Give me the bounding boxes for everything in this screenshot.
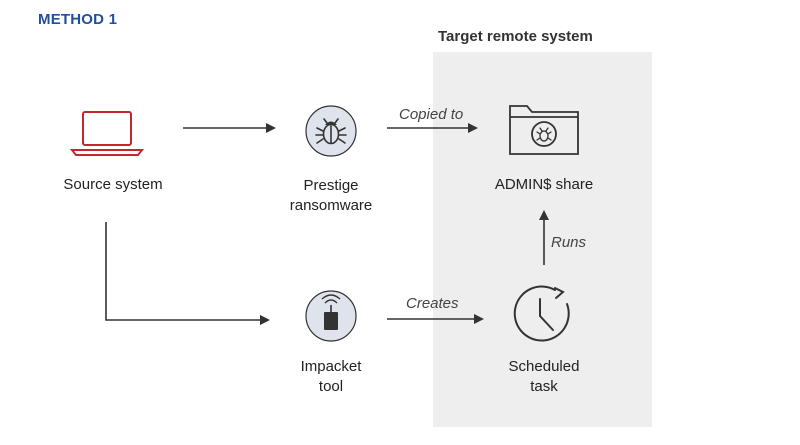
- bug-icon: [305, 105, 357, 157]
- laptop-icon: [69, 111, 145, 156]
- edge-label-copied-to: Copied to: [399, 106, 464, 123]
- folder-bug-icon: [509, 105, 579, 155]
- edge-label-runs: Runs: [551, 234, 587, 251]
- scheduled-task-line1: Scheduled: [508, 358, 580, 375]
- clock-icon: [513, 285, 570, 342]
- admin-share-label: ADMIN$ share: [494, 176, 594, 193]
- prestige-ransomware-line1: Prestige: [303, 177, 359, 194]
- scheduled-task-label: Scheduled task: [469, 357, 619, 397]
- scheduled-task-line2: task: [530, 378, 558, 395]
- prestige-ransomware-label: Prestige ransomware: [256, 176, 406, 216]
- arrow-source-to-impacket: [105, 222, 270, 325]
- edge-label-creates: Creates: [406, 295, 459, 312]
- target-system-region: [433, 52, 652, 427]
- impacket-tool-line2: tool: [318, 378, 344, 395]
- prestige-ransomware-line2: ransomware: [289, 197, 373, 214]
- impacket-tool-label: Impacket tool: [256, 357, 406, 397]
- source-system-label: Source system: [63, 176, 163, 193]
- target-system-label: Target remote system: [438, 28, 593, 45]
- impacket-tool-line1: Impacket: [300, 358, 362, 375]
- device-icon: [305, 290, 357, 342]
- method-title: METHOD 1: [38, 11, 118, 28]
